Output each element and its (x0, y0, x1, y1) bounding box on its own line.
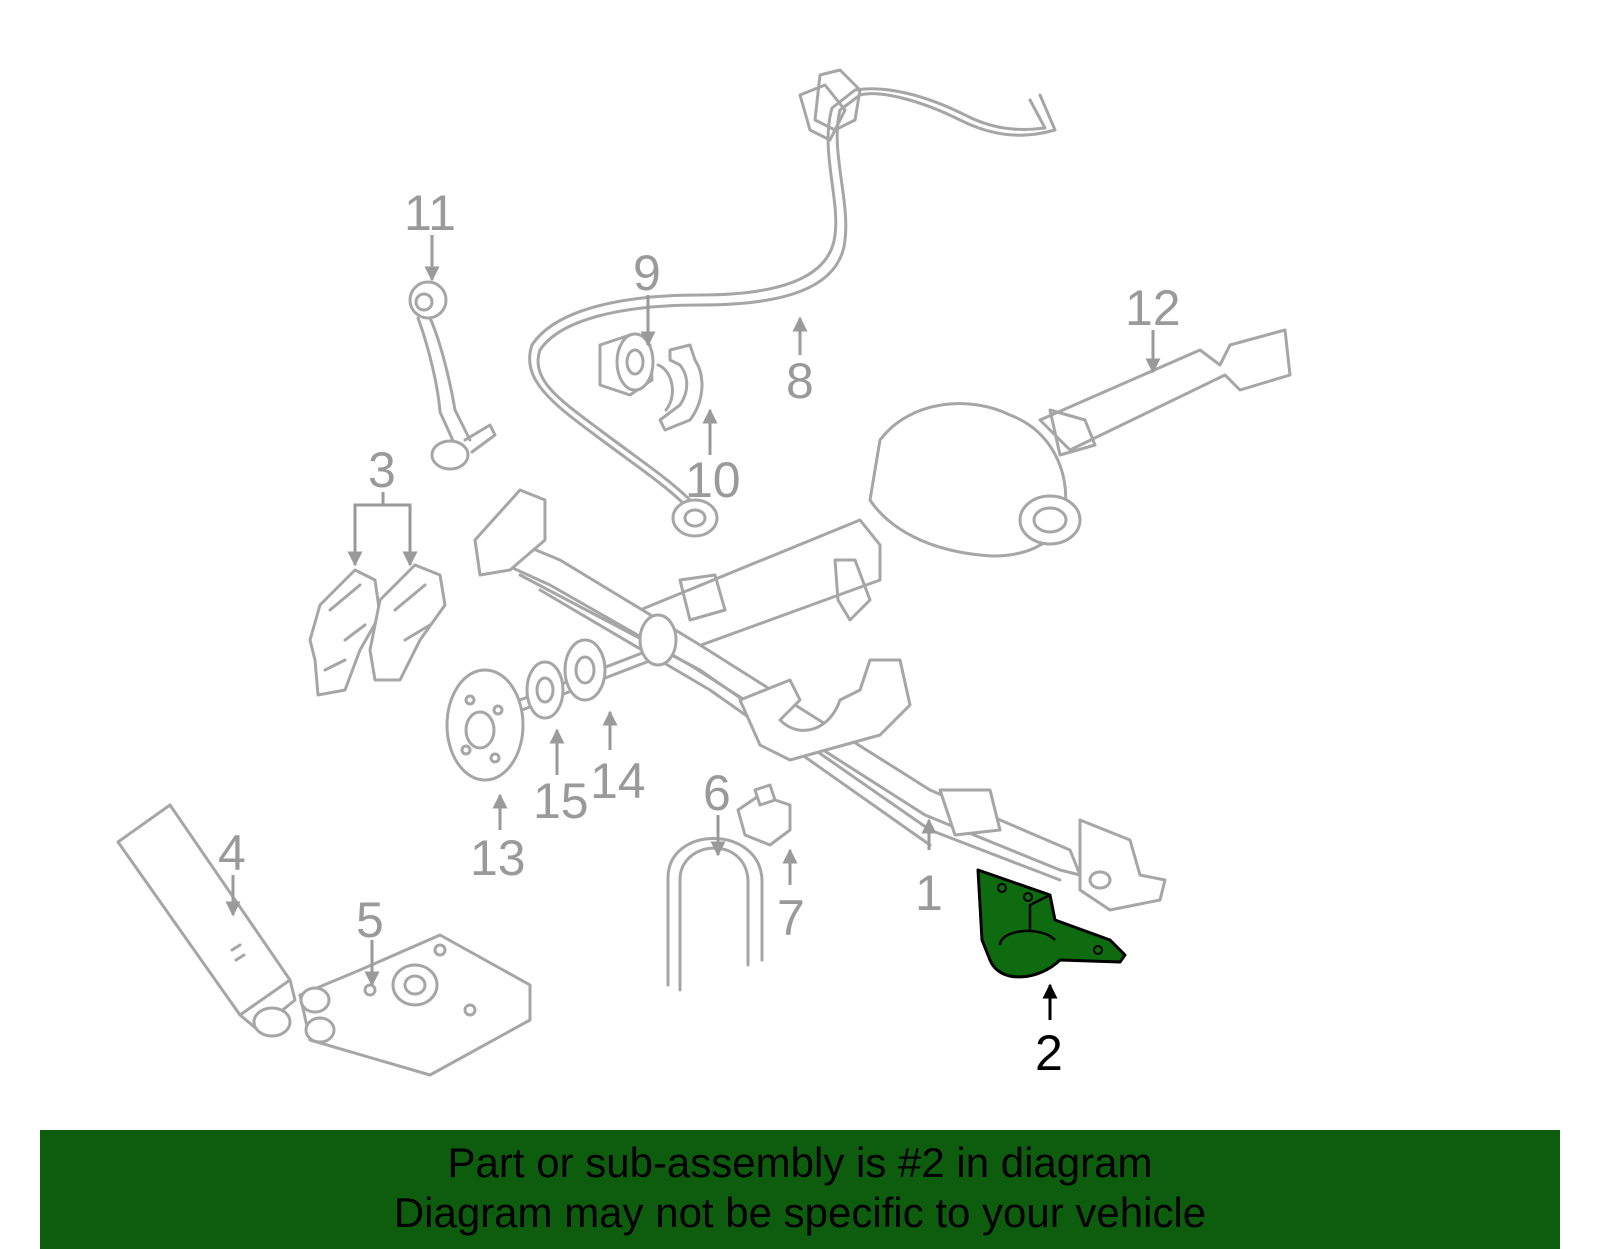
callout-13: 13 (470, 830, 526, 886)
hub-assembly (445, 613, 678, 782)
spring-mount-plate (298, 933, 532, 1077)
callout-5: 5 (356, 892, 384, 948)
stabilizer-link (408, 280, 497, 471)
u-bolt (666, 837, 764, 992)
jounce-bumper (736, 783, 792, 847)
callout-15: 15 (533, 773, 589, 829)
callout-3: 3 (368, 442, 396, 498)
info-banner: Part or sub-assembly is #2 in diagram Di… (40, 1130, 1560, 1249)
callout-labels: 1 2 3 4 5 6 7 8 9 10 11 12 13 14 15 (218, 185, 1181, 1081)
callout-9: 9 (633, 245, 661, 301)
callout-4: 4 (218, 825, 246, 881)
callout-2-highlighted: 2 (1035, 1025, 1063, 1081)
callout-7: 7 (777, 890, 805, 946)
bushing-bracket (656, 343, 704, 432)
banner-line-1: Part or sub-assembly is #2 in diagram (447, 1139, 1153, 1186)
shock-absorber (116, 803, 297, 1038)
stabilizer-bar (528, 68, 1057, 538)
callout-1: 1 (915, 865, 943, 921)
stabilizer-bushing (598, 332, 655, 397)
parts-diagram: 1 2 3 4 5 6 7 8 9 10 11 12 13 14 15 (116, 68, 1292, 1081)
callout-11: 11 (404, 185, 456, 241)
callout-8: 8 (786, 353, 814, 409)
callout-10: 10 (685, 452, 741, 508)
callout-12: 12 (1125, 280, 1181, 336)
leaf-spring (473, 488, 1167, 912)
spring-hanger-highlighted[interactable] (976, 868, 1127, 979)
callout-6: 6 (703, 765, 731, 821)
banner-line-2: Diagram may not be specific to your vehi… (393, 1189, 1207, 1236)
callout-14: 14 (590, 753, 646, 809)
leader-arrows (225, 235, 1161, 1020)
spring-plates (308, 563, 447, 697)
